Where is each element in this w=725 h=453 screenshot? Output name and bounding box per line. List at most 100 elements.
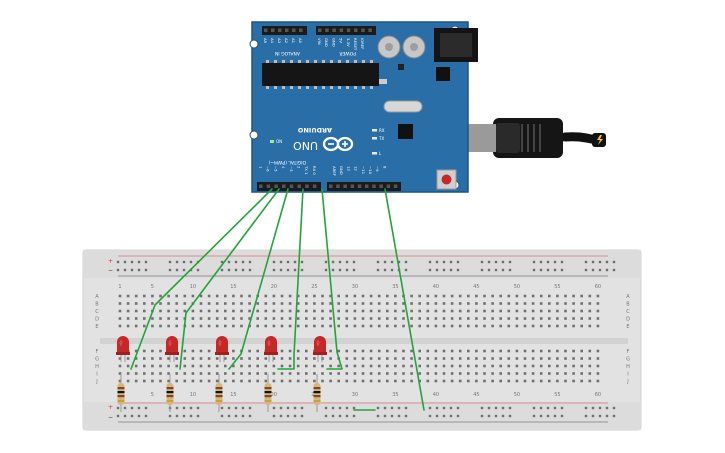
breadboard-hole[interactable] (353, 349, 357, 353)
breadboard-hole[interactable] (515, 372, 519, 375)
rail-hole[interactable] (442, 268, 446, 272)
breadboard-hole[interactable] (377, 317, 381, 320)
rail-hole[interactable] (234, 406, 238, 410)
breadboard-hole[interactable] (272, 309, 276, 313)
breadboard-hole[interactable] (191, 357, 195, 360)
rail-hole[interactable] (331, 268, 335, 272)
breadboard-hole[interactable] (118, 324, 122, 328)
breadboard-hole[interactable] (548, 349, 551, 353)
breadboard-hole[interactable] (280, 364, 284, 368)
breadboard-hole[interactable] (353, 309, 357, 313)
rail-hole[interactable] (137, 260, 141, 264)
rail-hole[interactable] (182, 268, 186, 272)
breadboard-hole[interactable] (264, 357, 268, 360)
rail-hole[interactable] (116, 260, 120, 264)
breadboard-hole[interactable] (491, 324, 494, 328)
breadboard-hole[interactable] (523, 317, 527, 320)
rail-hole[interactable] (501, 406, 505, 410)
breadboard-hole[interactable] (305, 372, 308, 375)
breadboard-hole[interactable] (596, 309, 600, 313)
breadboard-hole[interactable] (240, 379, 243, 383)
breadboard-hole[interactable] (191, 349, 195, 353)
rail-hole[interactable] (300, 268, 304, 272)
breadboard-hole[interactable] (491, 379, 494, 383)
breadboard-hole[interactable] (321, 294, 324, 298)
breadboard-hole[interactable] (232, 364, 235, 368)
breadboard-hole[interactable] (539, 302, 543, 305)
breadboard-hole[interactable] (151, 364, 154, 368)
breadboard-hole[interactable] (523, 324, 527, 328)
breadboard-hole[interactable] (175, 364, 178, 368)
rail-hole[interactable] (598, 268, 602, 272)
led-resistor-components[interactable] (116, 336, 327, 412)
breadboard-hole[interactable] (548, 294, 551, 298)
rail-hole[interactable] (345, 406, 349, 410)
breadboard-hole[interactable] (499, 364, 502, 368)
rail-hole[interactable] (182, 406, 186, 410)
breadboard-hole[interactable] (159, 364, 162, 368)
rail-hole[interactable] (123, 406, 127, 410)
breadboard-hole[interactable] (280, 302, 284, 305)
breadboard-hole[interactable] (280, 379, 284, 383)
breadboard-hole[interactable] (272, 294, 276, 298)
breadboard-hole[interactable] (580, 357, 583, 360)
breadboard-hole[interactable] (410, 324, 413, 328)
breadboard-hole[interactable] (118, 294, 122, 298)
breadboard-hole[interactable] (523, 309, 527, 313)
breadboard-hole[interactable] (515, 324, 519, 328)
rail-hole[interactable] (227, 406, 231, 410)
breadboard-hole[interactable] (564, 357, 567, 360)
breadboard-hole[interactable] (572, 357, 575, 360)
breadboard-hole[interactable] (199, 372, 203, 375)
breadboard-hole[interactable] (531, 372, 535, 375)
breadboard-hole[interactable] (118, 317, 122, 320)
rail-hole[interactable] (286, 260, 290, 264)
breadboard-hole[interactable] (272, 317, 276, 320)
breadboard-hole[interactable] (183, 302, 187, 305)
rail-hole[interactable] (539, 260, 543, 264)
rail-hole[interactable] (560, 414, 564, 418)
breadboard-hole[interactable] (402, 379, 405, 383)
breadboard-hole[interactable] (467, 372, 470, 375)
breadboard-hole[interactable] (539, 364, 543, 368)
breadboard-hole[interactable] (126, 309, 130, 313)
rail-hole[interactable] (612, 406, 616, 410)
breadboard-hole[interactable] (418, 379, 421, 383)
breadboard-hole[interactable] (491, 349, 494, 353)
breadboard-hole[interactable] (345, 349, 349, 353)
breadboard-hole[interactable] (531, 294, 535, 298)
rail-hole[interactable] (279, 268, 283, 272)
rail-hole[interactable] (352, 414, 356, 418)
rail-hole[interactable] (182, 260, 186, 264)
rail-hole[interactable] (338, 406, 342, 410)
rail-hole[interactable] (338, 414, 342, 418)
breadboard-hole[interactable] (418, 349, 421, 353)
breadboard-hole[interactable] (507, 364, 511, 368)
breadboard-hole[interactable] (499, 324, 502, 328)
breadboard-hole[interactable] (483, 364, 486, 368)
breadboard-hole[interactable] (523, 294, 527, 298)
breadboard-hole[interactable] (580, 324, 583, 328)
breadboard-hole[interactable] (361, 357, 365, 360)
breadboard-hole[interactable] (369, 324, 373, 328)
breadboard-hole[interactable] (426, 357, 430, 360)
rail-hole[interactable] (286, 406, 290, 410)
rail-hole[interactable] (546, 406, 550, 410)
breadboard-hole[interactable] (191, 364, 195, 368)
rail-hole[interactable] (598, 406, 602, 410)
breadboard-hole[interactable] (134, 294, 138, 298)
breadboard-hole[interactable] (467, 324, 470, 328)
rail-hole[interactable] (428, 260, 432, 264)
breadboard-hole[interactable] (183, 294, 187, 298)
rail-hole[interactable] (196, 268, 200, 272)
rail-hole[interactable] (591, 260, 595, 264)
breadboard-hole[interactable] (248, 294, 251, 298)
breadboard-hole[interactable] (264, 379, 268, 383)
breadboard-hole[interactable] (450, 294, 454, 298)
rail-hole[interactable] (144, 268, 148, 272)
breadboard-hole[interactable] (402, 324, 405, 328)
breadboard-hole[interactable] (418, 357, 421, 360)
rail-hole[interactable] (130, 260, 134, 264)
breadboard-hole[interactable] (183, 372, 187, 375)
breadboard-hole[interactable] (191, 379, 195, 383)
